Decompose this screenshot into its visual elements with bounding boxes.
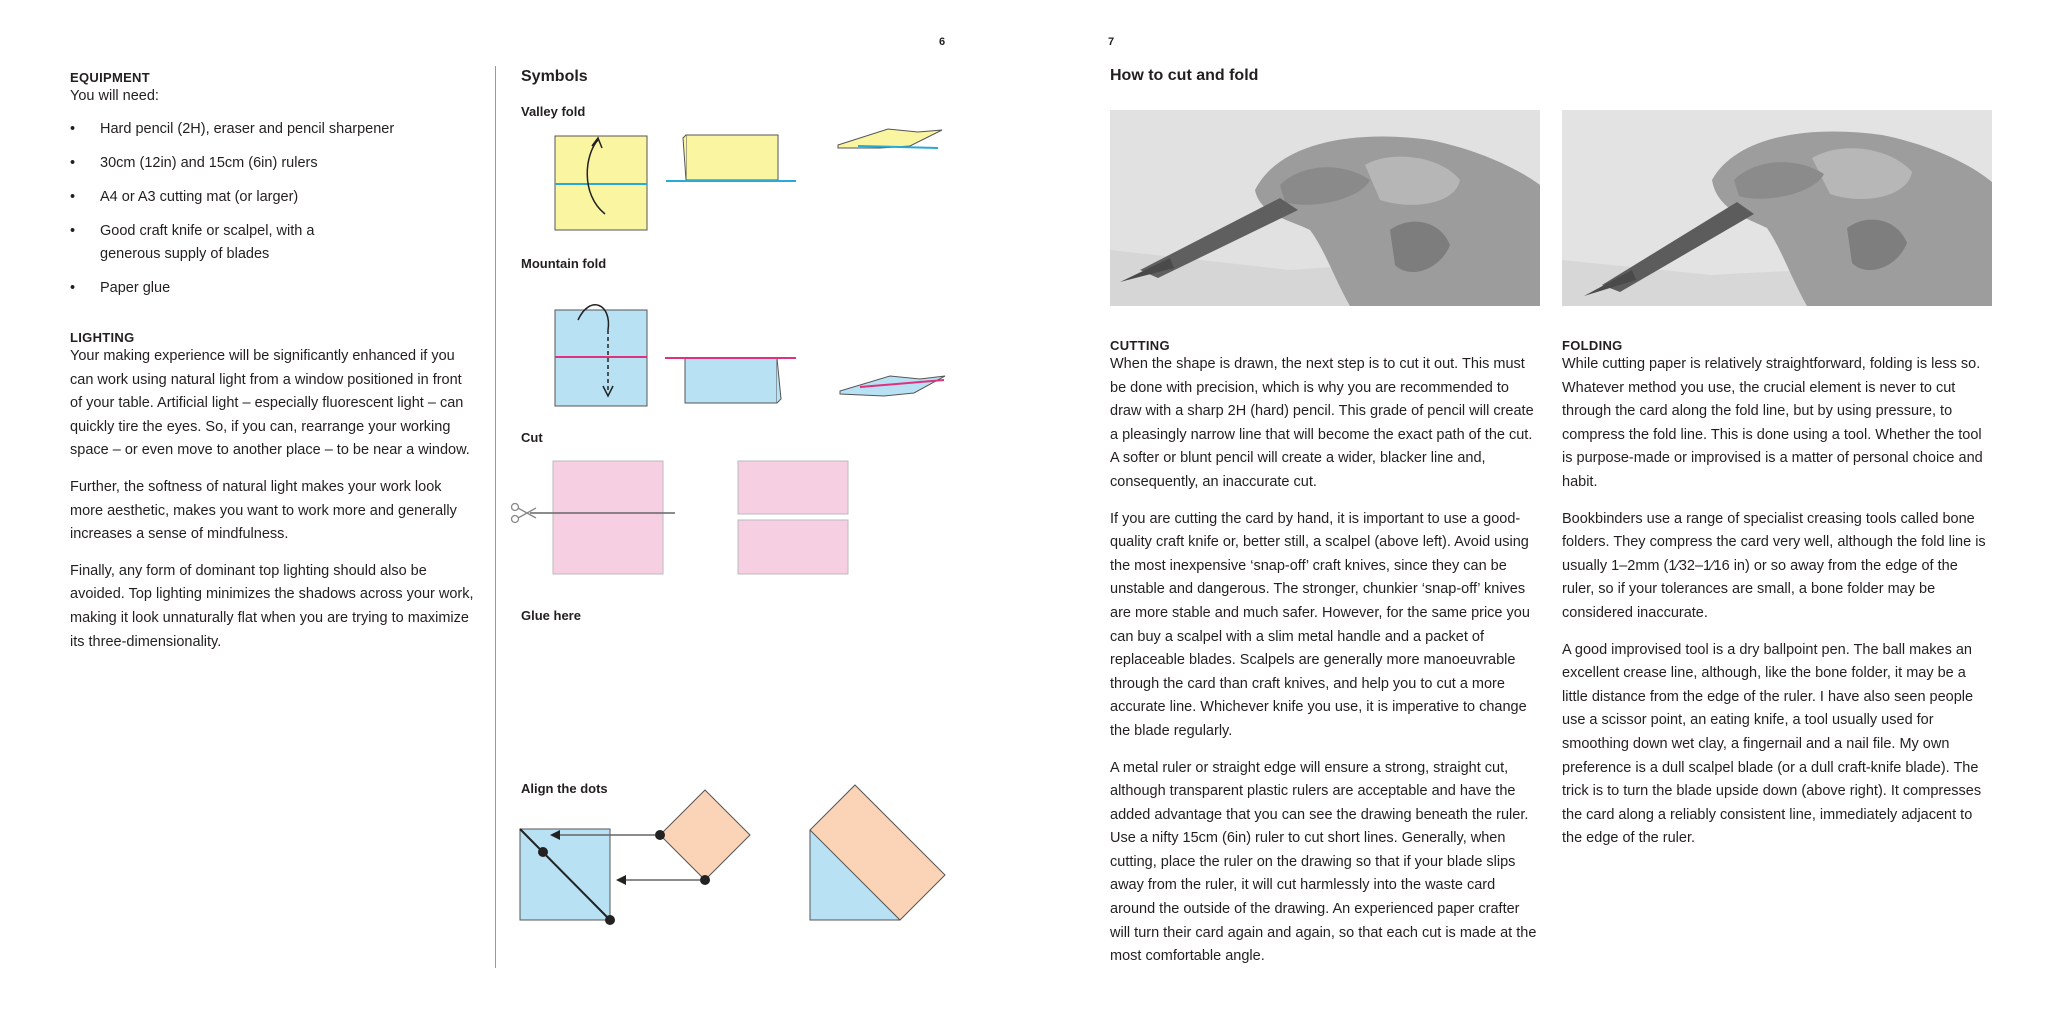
- spread-title: How to cut and fold: [1110, 67, 1259, 84]
- lighting-paragraph: Finally, any form of dominant top lighti…: [70, 562, 474, 650]
- equipment-item: Hard pencil (2H), eraser and pencil shar…: [70, 118, 475, 141]
- align-dots-label: Align the dots: [521, 781, 608, 796]
- glue-here-label: Glue here: [521, 608, 581, 623]
- folding-paragraph: A good improvised tool is a dry ballpoin…: [1562, 641, 1982, 847]
- equipment-item: Good craft knife or scalpel, with a gene…: [70, 220, 360, 266]
- valley-fold-diagram: [554, 128, 943, 231]
- scalpel-folding-photo: [1562, 110, 1992, 306]
- folding-paragraph: Bookbinders use a range of specialist cr…: [1562, 510, 1986, 621]
- mountain-fold-label: Mountain fold: [521, 256, 607, 271]
- equipment-item: 30cm (12in) and 15cm (6in) rulers: [70, 152, 475, 175]
- cutting-paragraph: If you are cutting the card by hand, it …: [1110, 510, 1530, 739]
- page-number-right: 7: [1108, 36, 1115, 48]
- cutting-heading: CUTTING: [1110, 338, 1170, 353]
- mountain-fold-diagram: [554, 304, 946, 407]
- cutting-section: CUTTING When the shape is drawn, the nex…: [1110, 338, 1538, 982]
- scissors-icon: [510, 502, 537, 524]
- equipment-lighting-column: EQUIPMENT You will need: Hard pencil (2H…: [70, 70, 475, 667]
- folding-paragraph: While cutting paper is relatively straig…: [1562, 356, 1983, 490]
- cut-label: Cut: [521, 430, 543, 445]
- cutting-paragraph: When the shape is drawn, the next step i…: [1110, 356, 1534, 490]
- equipment-intro: You will need:: [70, 88, 159, 104]
- equipment-heading: EQUIPMENT: [70, 70, 150, 85]
- folding-section: FOLDING While cutting paper is relativel…: [1562, 338, 1990, 864]
- symbols-title: Symbols: [521, 68, 588, 85]
- column-divider: [495, 66, 496, 968]
- equipment-item: A4 or A3 cutting mat (or larger): [70, 186, 475, 209]
- cutting-paragraph: A metal ruler or straight edge will ensu…: [1110, 759, 1537, 965]
- valley-fold-label: Valley fold: [521, 104, 586, 119]
- glue-here-diagram: [510, 606, 950, 756]
- page-number-left: 6: [939, 36, 946, 48]
- equipment-list: Hard pencil (2H), eraser and pencil shar…: [70, 118, 475, 300]
- align-dots-diagram: [519, 784, 946, 925]
- scalpel-cutting-photo: [1110, 110, 1540, 306]
- cut-diagram: [510, 460, 849, 575]
- lighting-paragraph: Your making experience will be significa…: [70, 348, 470, 459]
- equipment-item: Paper glue: [70, 277, 475, 300]
- lighting-heading: LIGHTING: [70, 330, 135, 345]
- lighting-paragraph: Further, the softness of natural light m…: [70, 478, 457, 543]
- folding-heading: FOLDING: [1562, 338, 1623, 353]
